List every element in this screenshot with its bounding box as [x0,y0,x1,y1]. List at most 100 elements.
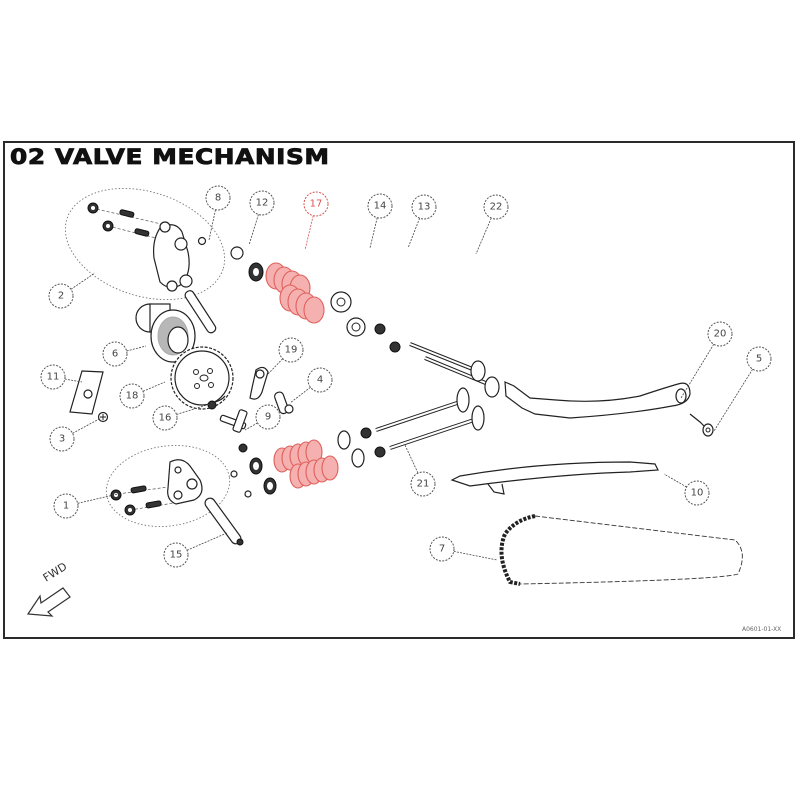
figure-code: A0601-01-XX [742,626,782,633]
callout-number: 11 [47,372,60,383]
callout-15[interactable]: 15 [163,532,228,568]
leader-line [713,368,753,432]
callout-9[interactable]: 9 [244,404,281,431]
leader-line [176,403,211,415]
retainer-plate [69,370,109,423]
callout-number: 22 [490,202,503,213]
forward-arrow-icon [26,587,71,617]
callout-20[interactable]: 20 [680,321,733,399]
leader-line [126,345,147,352]
callout-circle [255,404,281,430]
callout-number: 5 [756,354,762,365]
callout-number: 12 [256,198,269,209]
decompressor-shaft [219,409,248,453]
callout-number: 17 [310,199,323,210]
leader-line [64,378,83,383]
leader-line [70,272,96,290]
leader-line [289,386,311,404]
callout-number: 9 [265,412,271,423]
callout-11[interactable]: 11 [40,364,83,390]
callout-4[interactable]: 4 [289,367,333,404]
valves [375,387,485,450]
callout-number: 2 [58,291,64,302]
callout-circle [53,493,79,519]
callout-number: 6 [112,349,118,360]
callout-circle [707,321,733,347]
callout-circle [429,536,455,562]
valve-springs-upper [230,246,401,353]
forward-direction-indicator: FWD [26,560,71,617]
valves-upper [409,342,500,398]
leader-line [453,550,498,561]
callout-number: 13 [418,202,431,213]
callout-14[interactable]: 14 [367,193,393,249]
cam-sprocket [170,346,234,410]
callout-18[interactable]: 18 [119,381,166,409]
callout-7[interactable]: 7 [429,536,498,562]
chain-guide [450,461,659,495]
callout-number: 1 [63,501,69,512]
callout-6[interactable]: 6 [102,341,147,367]
leader-line [369,217,378,249]
callout-circle [303,191,329,217]
callout-number: 3 [59,434,65,445]
diagram-title: 02 VALVE MECHANISM [10,145,330,170]
callout-circle [119,383,145,409]
callout-number: 18 [126,391,139,402]
callout-circle [411,194,437,220]
callout-circle [307,367,333,393]
callout-circle [102,341,128,367]
callout-circle [746,346,772,372]
tensioner-arm [504,381,714,437]
timing-chain [499,514,743,586]
leader-line [208,209,216,241]
callout-circle [152,405,178,431]
callout-number: 10 [691,488,704,499]
camshaft [135,303,196,363]
callout-circle [483,194,509,220]
callout-number: 16 [159,413,172,424]
rocker-arm-assembly-upper [64,187,226,301]
callout-13[interactable]: 13 [407,194,437,249]
leader-line [404,444,419,474]
leader-line [304,215,314,251]
leader-line [248,214,259,246]
callout-8[interactable]: 8 [205,185,231,241]
callout-21[interactable]: 21 [404,444,436,497]
leader-line [407,218,421,249]
callout-10[interactable]: 10 [663,473,710,506]
callout-17[interactable]: 17 [303,191,329,251]
callout-5[interactable]: 5 [713,346,772,432]
leader-line [244,422,258,431]
leader-line [186,532,228,551]
leader-line [680,344,715,399]
callout-number: 15 [170,550,183,561]
leader-line [142,381,166,392]
valve-springs-lower [230,427,386,498]
callout-circle [367,193,393,219]
callout-circle [249,190,275,216]
callout-circle [684,480,710,506]
callout-1[interactable]: 1 [53,493,119,519]
leader-line [72,417,102,434]
leader-line [267,358,283,375]
callout-12[interactable]: 12 [248,190,275,246]
callout-3[interactable]: 3 [49,417,102,452]
leader-line [475,217,492,255]
callout-2[interactable]: 2 [48,272,96,309]
callout-circle [48,283,74,309]
callout-number: 19 [285,345,298,356]
decompressor-lever [249,366,269,400]
rocker-shaft [204,497,244,546]
callout-22[interactable]: 22 [475,194,509,255]
callout-19[interactable]: 19 [267,337,304,375]
leader-line [663,473,687,488]
callout-circle [410,471,436,497]
leader-line [77,493,119,504]
callout-number: 4 [317,375,323,386]
callout-circle [49,426,75,452]
callout-16[interactable]: 16 [152,403,211,431]
callout-number: 21 [417,479,430,490]
